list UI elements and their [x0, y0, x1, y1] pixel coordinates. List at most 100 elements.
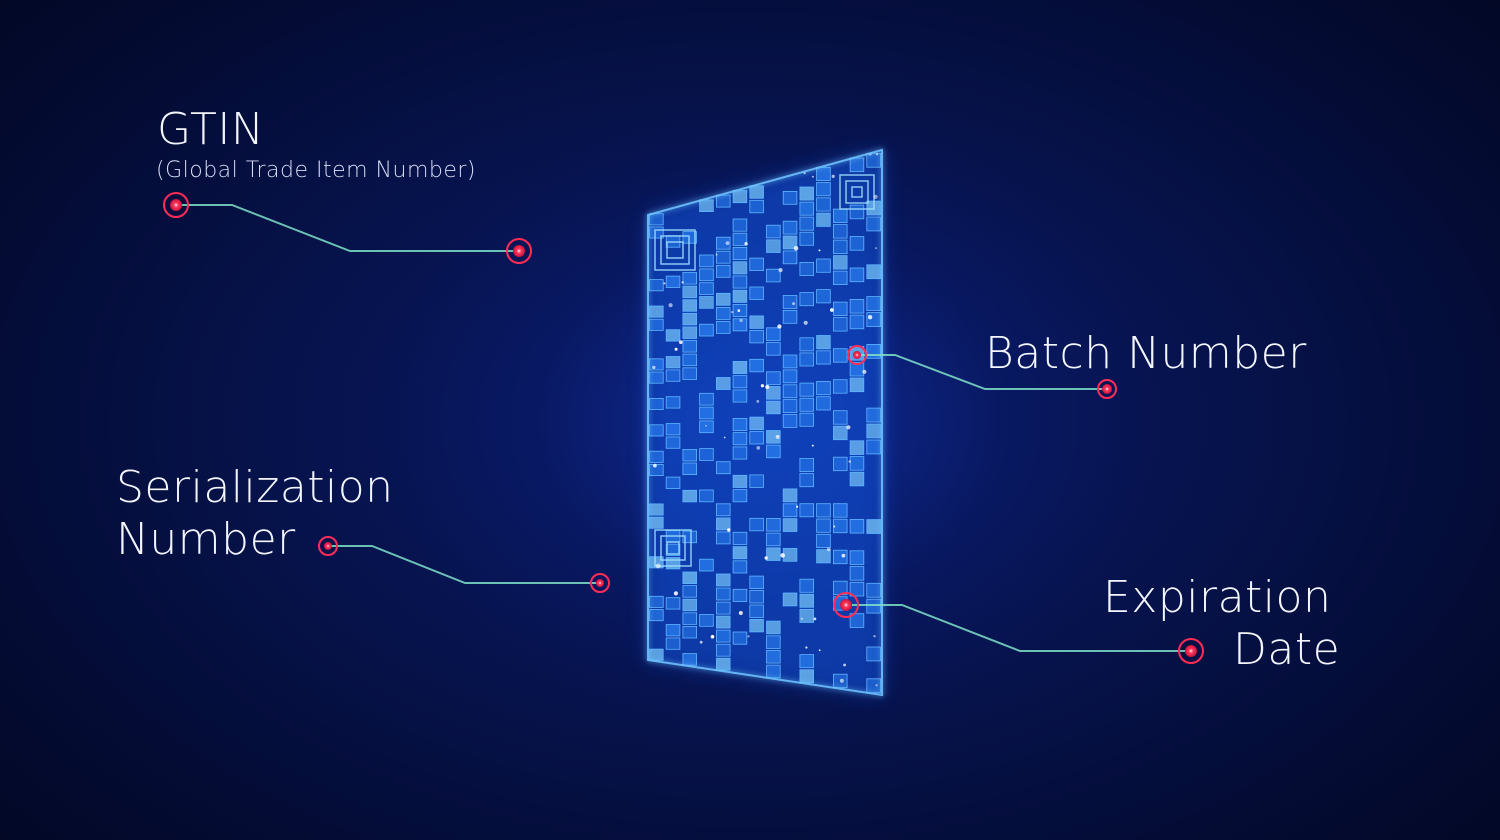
barcode-cell	[766, 430, 781, 444]
barcode-cell	[849, 267, 865, 283]
barcode-cell	[682, 585, 698, 598]
barcode-sparkle	[655, 563, 661, 569]
barcode-sparkle	[780, 553, 785, 558]
barcode-cell	[799, 186, 815, 201]
barcode-cell	[782, 548, 798, 562]
barcode-cell	[665, 557, 681, 570]
barcode-sparkle	[843, 663, 846, 667]
barcode-cell	[732, 375, 748, 389]
barcode-sparkle	[765, 384, 770, 390]
barcode-sparkle	[663, 282, 666, 285]
barcode-finder-pattern	[666, 241, 684, 259]
barcode-sparkle	[653, 463, 657, 468]
barcode-sparkle	[848, 460, 852, 463]
barcode-cell	[766, 400, 781, 415]
barcode-finder-pattern	[666, 541, 680, 555]
serialization-label-line2: Number	[116, 514, 296, 565]
barcode-sparkle	[875, 684, 878, 687]
barcode-cell	[849, 471, 865, 487]
barcode-cell	[866, 312, 881, 327]
barcode-cell	[682, 299, 698, 312]
barcode-finder-pattern	[654, 529, 692, 567]
serialization-connector	[328, 545, 600, 584]
barcode-cell	[866, 407, 881, 423]
barcode-cell	[699, 199, 714, 213]
barcode-cell	[799, 261, 815, 276]
barcode-cell	[799, 654, 815, 669]
barcode-cell	[782, 295, 798, 309]
barcode-cell	[716, 236, 731, 250]
barcode-cell	[749, 590, 764, 604]
barcode-sparkle	[725, 241, 730, 246]
barcode-cell	[833, 255, 848, 270]
gtin-marker-start	[163, 192, 189, 218]
barcode-cell	[849, 361, 865, 377]
barcode-cell	[866, 343, 881, 359]
barcode-cell	[682, 530, 698, 544]
barcode-cell	[699, 448, 714, 461]
barcode-sparkle	[679, 340, 683, 345]
barcode-finder-pattern	[851, 186, 863, 198]
barcode-cell	[716, 292, 731, 306]
barcode-cell	[682, 272, 698, 285]
barcode-cell	[682, 598, 698, 612]
barcode-cell	[782, 592, 798, 607]
barcode-cell	[732, 474, 748, 488]
barcode-cell	[665, 436, 681, 449]
barcode-sparkle	[830, 308, 834, 312]
barcode-cell	[782, 309, 798, 324]
barcode-cell	[833, 208, 848, 224]
barcode-cell	[732, 560, 748, 574]
serialization-marker-start	[318, 536, 338, 556]
barcode-cell	[833, 456, 848, 472]
batch-marker-end	[1097, 379, 1117, 399]
expiration-label-line2: Date	[1233, 624, 1341, 675]
barcode-sparkle	[811, 175, 814, 178]
barcode-cell	[749, 416, 764, 431]
barcode-sparkle	[668, 303, 673, 308]
barcode-cell	[732, 275, 748, 289]
serialization-marker-end	[590, 573, 610, 593]
barcode-cell	[782, 488, 798, 503]
barcode-cell	[716, 517, 731, 531]
barcode-cell	[799, 292, 815, 307]
barcode-cell	[749, 286, 764, 300]
barcode-cell	[799, 458, 815, 473]
barcode-cell	[716, 250, 731, 264]
barcode-cell	[799, 231, 815, 246]
barcode-sparkle	[747, 635, 750, 638]
barcode-cell	[866, 216, 881, 232]
barcode-cell	[716, 320, 731, 334]
barcode-sparkle	[833, 525, 836, 528]
barcode-cell	[782, 354, 798, 369]
batch-connector	[857, 354, 1107, 390]
barcode-cell	[649, 397, 664, 410]
barcode-cell	[866, 439, 881, 455]
barcode-cell	[649, 503, 664, 516]
barcode-sparkle	[831, 174, 835, 178]
barcode-cell	[849, 581, 865, 597]
barcode-cell	[866, 598, 881, 614]
barcode-cell	[766, 532, 781, 547]
barcode-cell	[816, 166, 831, 182]
barcode-cell	[682, 612, 698, 625]
barcode-sparkle	[846, 425, 851, 430]
barcode-cell	[766, 650, 781, 664]
barcode-cell	[732, 218, 748, 232]
barcode-cell	[833, 301, 848, 317]
barcode-cell	[699, 614, 714, 627]
barcode-cell	[732, 531, 748, 545]
barcode-cell	[766, 386, 781, 400]
barcode-sparkle	[873, 635, 876, 638]
barcode-cell	[749, 358, 764, 373]
expiration-marker-end	[1178, 638, 1204, 664]
barcode-cell	[749, 257, 764, 272]
barcode-cell	[782, 220, 798, 235]
barcode-cell	[766, 327, 781, 341]
barcode-cell	[833, 379, 848, 394]
barcode-cells	[649, 152, 881, 694]
barcode-cell	[649, 609, 664, 622]
barcode-cell	[665, 637, 681, 650]
barcode-cell	[816, 335, 831, 350]
barcode-cell	[699, 254, 714, 268]
